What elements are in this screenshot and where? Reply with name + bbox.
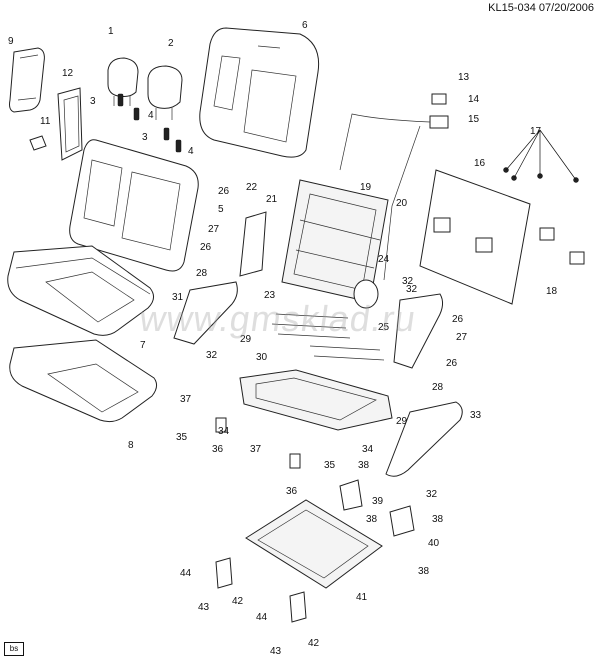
callout-28a: 28 — [196, 268, 208, 279]
callout-1: 1 — [108, 26, 114, 37]
callout-32a: 32 — [402, 276, 414, 287]
part-8-seat-pad — [9, 339, 158, 423]
callout-11: 11 — [40, 116, 51, 127]
callout-43a: 43 — [198, 602, 210, 613]
part-11-clip — [29, 135, 47, 151]
badge-bs: bs — [4, 642, 24, 656]
callout-8: 8 — [128, 440, 134, 451]
callout-38c: 38 — [432, 514, 444, 525]
callout-24: 24 — [378, 254, 390, 265]
callout-21: 21 — [266, 194, 278, 205]
part-36-parts — [215, 417, 301, 469]
callout-17: 17 — [530, 126, 542, 137]
part-2-head-restraint — [147, 65, 183, 120]
part-13-15-harness — [339, 93, 449, 281]
part-24-latch — [353, 279, 379, 309]
callout-26d: 26 — [446, 358, 458, 369]
part-12-side-panel — [57, 87, 83, 161]
part-18-clips — [539, 227, 585, 265]
callout-31: 31 — [172, 292, 184, 303]
callout-34b: 34 — [362, 444, 374, 455]
callout-4a: 4 — [148, 110, 154, 121]
callout-36b: 36 — [286, 486, 298, 497]
part-16-rear-panel — [419, 169, 531, 305]
callout-12: 12 — [62, 68, 74, 79]
part-9-headrest-pad — [9, 47, 45, 113]
callout-33: 33 — [470, 410, 482, 421]
part-32-side-trim-right — [393, 293, 444, 369]
callout-15: 15 — [468, 114, 480, 125]
part-43-feet — [215, 557, 307, 623]
callout-27a: 27 — [208, 224, 220, 235]
callout-9: 9 — [8, 36, 14, 47]
callout-14: 14 — [468, 94, 480, 105]
callout-16: 16 — [474, 158, 486, 169]
callout-27b: 27 — [456, 332, 468, 343]
callout-38d: 38 — [418, 566, 430, 577]
part-25-springs — [271, 313, 385, 361]
callout-41: 41 — [356, 592, 368, 603]
callout-38b: 38 — [366, 514, 378, 525]
callout-26a: 26 — [218, 186, 230, 197]
callout-5: 5 — [218, 204, 224, 215]
part-6-seatback-cover — [199, 27, 320, 158]
callout-35a: 35 — [176, 432, 188, 443]
callout-37a: 37 — [180, 394, 192, 405]
part-31-side-trim-left — [173, 281, 238, 345]
callout-44a: 44 — [180, 568, 192, 579]
callout-29b: 29 — [396, 416, 408, 427]
callout-30: 30 — [256, 352, 268, 363]
callout-36a: 36 — [212, 444, 224, 455]
callout-34a: 34 — [218, 426, 230, 437]
part-5-seatback — [69, 139, 199, 272]
callout-26c: 26 — [452, 314, 464, 325]
callout-43b: 43 — [270, 646, 282, 657]
callout-3b: 3 — [142, 132, 148, 143]
callout-38a: 38 — [358, 460, 370, 471]
callout-35b: 35 — [324, 460, 336, 471]
callout-6: 6 — [302, 20, 308, 31]
part-39-bracket — [339, 479, 363, 511]
callout-19: 19 — [360, 182, 372, 193]
part-33-rear-trim — [385, 401, 463, 477]
callout-42a: 42 — [232, 596, 244, 607]
part-40-bracket — [389, 505, 415, 537]
callout-32c: 32 — [426, 489, 438, 500]
part-17-fasteners — [503, 129, 579, 183]
part-7-seat-cushion — [7, 245, 154, 336]
part-30-seat-frame — [239, 369, 393, 431]
part-1-head-restraint — [107, 57, 139, 106]
callout-29a: 29 — [240, 334, 252, 345]
callout-32b: 32 — [206, 350, 218, 361]
callout-40: 40 — [428, 538, 440, 549]
part-3-4-guides — [117, 93, 182, 153]
diagram-reference-code: KL15-034 07/20/2006 — [488, 2, 594, 14]
callout-25: 25 — [378, 322, 390, 333]
callout-2: 2 — [168, 38, 174, 49]
callout-37b: 37 — [250, 444, 262, 455]
callout-44b: 44 — [256, 612, 268, 623]
callout-32d: 32 — [406, 284, 418, 295]
callout-26b: 26 — [200, 242, 212, 253]
callout-42b: 42 — [308, 638, 320, 649]
callout-4b: 4 — [188, 146, 194, 157]
callout-28b: 28 — [432, 382, 444, 393]
callout-20: 20 — [396, 198, 408, 209]
callout-13: 13 — [458, 72, 470, 83]
callout-39: 39 — [372, 496, 384, 507]
part-22-hinge — [239, 211, 267, 277]
callout-3a: 3 — [90, 96, 96, 107]
callout-18: 18 — [546, 286, 558, 297]
part-19-seatback-frame — [281, 179, 389, 303]
callout-23: 23 — [264, 290, 276, 301]
callout-7: 7 — [140, 340, 146, 351]
callout-22: 22 — [246, 182, 258, 193]
part-41-seat-riser — [245, 499, 383, 589]
